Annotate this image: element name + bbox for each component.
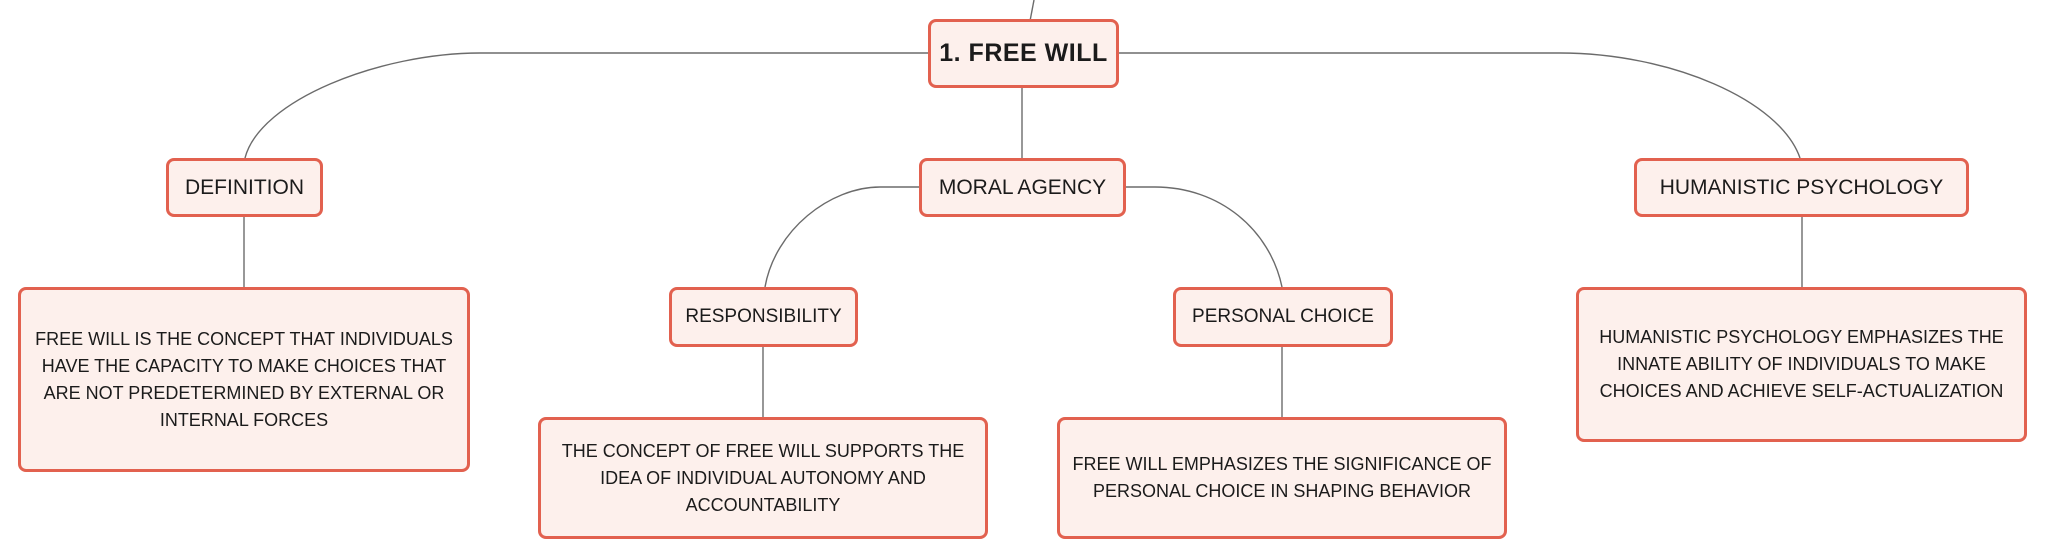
connector-root-parent	[1029, 0, 1035, 22]
node-personal-choice[interactable]: PERSONAL CHOICE	[1173, 287, 1393, 347]
connector-root-humanistic	[1118, 52, 1801, 159]
connector-root-definition	[244, 52, 928, 159]
node-humanistic-psychology[interactable]: HUMANISTIC PSYCHOLOGY	[1634, 158, 1969, 217]
connector-moral-agency-personal-choice	[1125, 186, 1283, 288]
node-humanistic-detail[interactable]: HUMANISTIC PSYCHOLOGY EMPHASIZES THE INN…	[1576, 287, 2027, 442]
connector-moral-agency-responsibility	[764, 186, 919, 288]
root-node-free-will[interactable]: 1. FREE WILL	[928, 19, 1119, 88]
node-responsibility-detail[interactable]: THE CONCEPT OF FREE WILL SUPPORTS THE ID…	[538, 417, 988, 539]
node-definition-detail[interactable]: FREE WILL IS THE CONCEPT THAT INDIVIDUAL…	[18, 287, 470, 472]
node-moral-agency[interactable]: MORAL AGENCY	[919, 158, 1126, 217]
node-definition[interactable]: DEFINITION	[166, 158, 323, 217]
node-responsibility[interactable]: RESPONSIBILITY	[669, 287, 858, 347]
node-personal-choice-detail[interactable]: FREE WILL EMPHASIZES THE SIGNIFICANCE OF…	[1057, 417, 1507, 539]
